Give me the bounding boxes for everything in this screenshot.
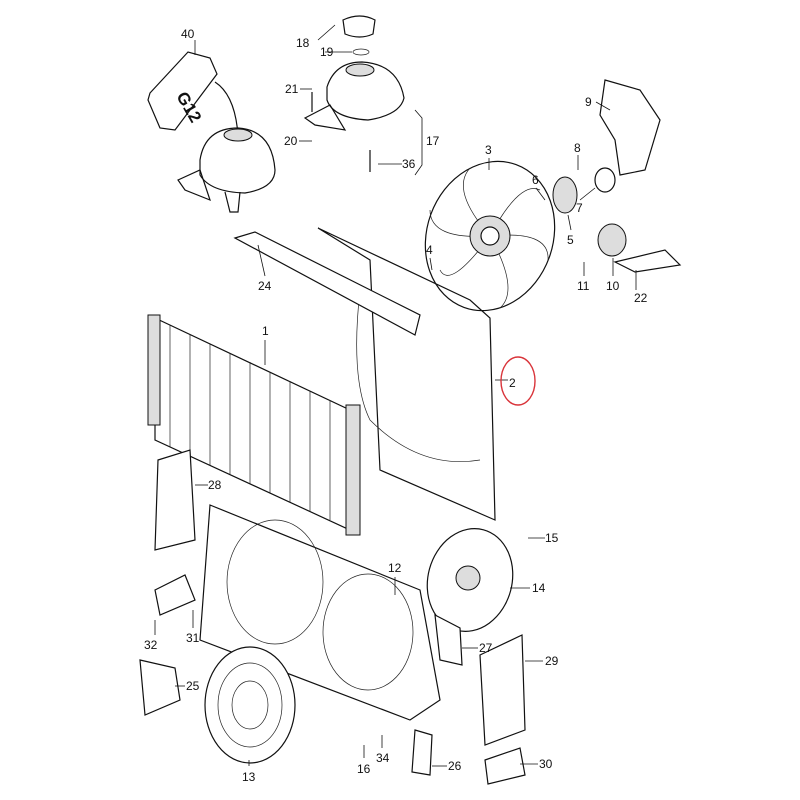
- callout-1: 1: [262, 324, 269, 338]
- fan-clutch-parts: [552, 79, 682, 273]
- leader-lines: [154, 24, 637, 767]
- callout-24: 24: [258, 279, 272, 293]
- callout-22: 22: [634, 291, 648, 305]
- callout-25: 25: [186, 679, 200, 693]
- callout-26: 26: [448, 759, 462, 773]
- callout-5: 5: [567, 233, 574, 247]
- callout-15: 15: [545, 531, 559, 545]
- callout-16: 16: [357, 762, 371, 776]
- callout-2: 2: [509, 376, 516, 390]
- viscous-fan-3: [424, 160, 556, 312]
- fan-13: [204, 646, 296, 764]
- expansion-tank-left: [177, 127, 276, 213]
- callout-34: 34: [376, 751, 390, 765]
- callout-10: 10: [606, 279, 620, 293]
- bracket-9: [599, 79, 661, 176]
- brackets: [139, 449, 526, 785]
- belt-22: [613, 249, 682, 273]
- callout-20: 20: [284, 134, 298, 148]
- expansion-tank-17: [303, 15, 405, 172]
- callout-36: 36: [402, 157, 416, 171]
- callout-12: 12: [388, 561, 402, 575]
- callout-11: 11: [577, 279, 590, 293]
- radiator-1: [147, 314, 361, 536]
- callout-8: 8: [574, 141, 581, 155]
- callout-21: 21: [285, 82, 299, 96]
- o-ring-19: [352, 48, 370, 56]
- callout-40: 40: [181, 27, 195, 41]
- cap-18: [342, 15, 376, 38]
- callout-18: 18: [296, 36, 310, 50]
- fan-shroud-2: [233, 227, 496, 521]
- deflector-24: [233, 231, 421, 336]
- callout-7: 7: [576, 201, 583, 215]
- callout-28: 28: [208, 478, 222, 492]
- callout-19: 19: [320, 45, 334, 59]
- coolant-bottle-40: G12: [147, 51, 239, 136]
- fan-14: [426, 528, 514, 632]
- callout-32: 32: [144, 638, 158, 652]
- callout-9: 9: [585, 95, 592, 109]
- callout-30: 30: [539, 757, 553, 771]
- callout-6: 6: [532, 173, 539, 187]
- callout-31: 31: [186, 631, 200, 645]
- callout-29: 29: [545, 654, 559, 668]
- callout-14: 14: [532, 581, 546, 595]
- callout-labels: 40 18 19 21 20 17 36 3 9 8 6 7 5 4 24 11…: [144, 27, 648, 784]
- dual-fan-shroud-12: [199, 504, 441, 721]
- callout-4: 4: [426, 243, 433, 257]
- callout-17: 17: [426, 134, 440, 148]
- highlight-circle: [500, 356, 536, 406]
- callout-3: 3: [485, 143, 492, 157]
- callout-13: 13: [242, 770, 256, 784]
- callout-27: 27: [479, 641, 493, 655]
